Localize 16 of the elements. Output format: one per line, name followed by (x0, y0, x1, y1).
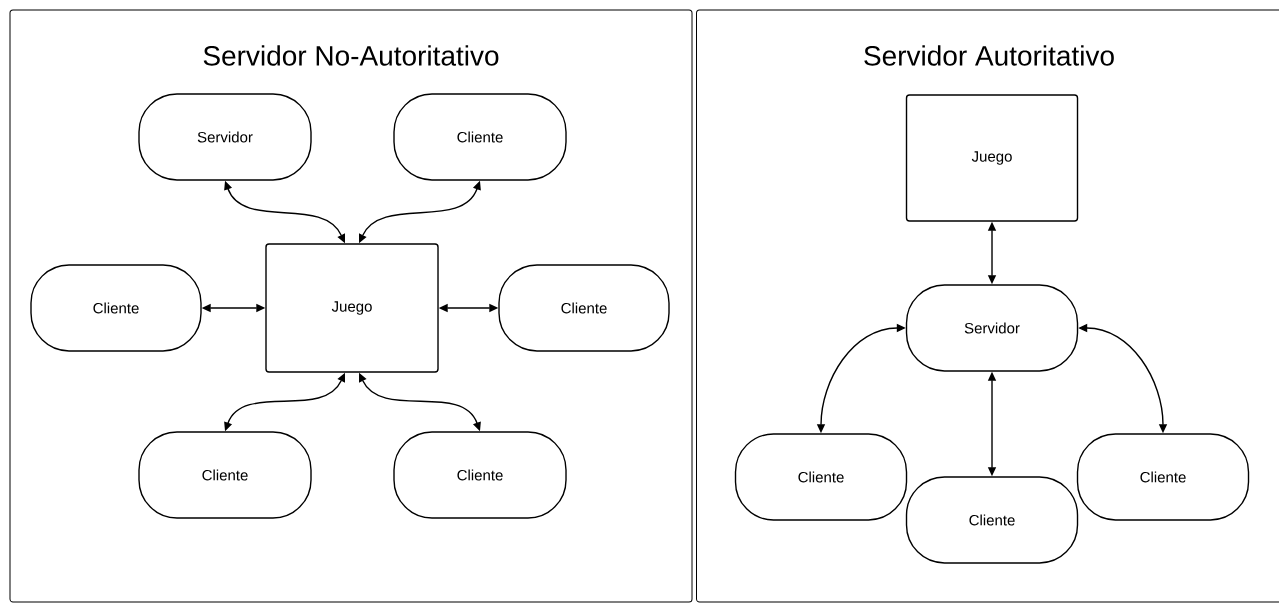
rounded-node: Servidor (905, 284, 1079, 372)
rounded-node: Cliente (734, 433, 908, 521)
rounded-node: Cliente (1076, 433, 1250, 521)
diagram-panel (9, 9, 693, 603)
rounded-node: Cliente (393, 431, 567, 519)
panel-title: Servidor No-Autoritativo (203, 45, 499, 66)
diagram-panel (696, 9, 1279, 603)
rounded-node: Servidor (138, 93, 312, 181)
rounded-node: Cliente (393, 93, 567, 181)
rounded-node: Cliente (30, 264, 202, 352)
process-box: Juego (265, 243, 439, 373)
panel-title: Servidor Autoritativo (864, 45, 1114, 66)
process-box: Juego (905, 94, 1079, 222)
rounded-node: Cliente (498, 264, 670, 352)
rounded-node: Cliente (905, 476, 1079, 564)
rounded-node: Cliente (138, 431, 312, 519)
